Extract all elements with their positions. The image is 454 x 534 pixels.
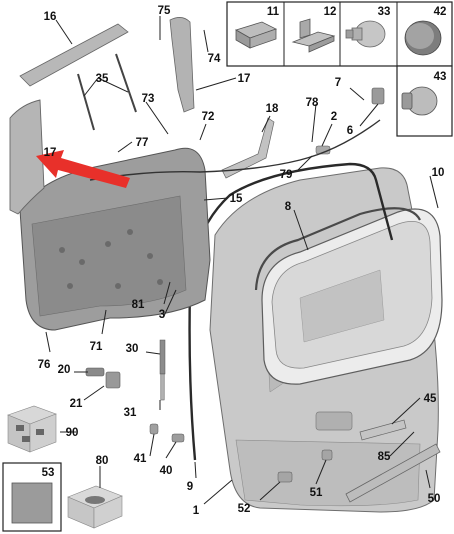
- callout-71: 71: [90, 341, 103, 353]
- direction-arrow: [36, 150, 130, 188]
- callout-73: 73: [142, 93, 155, 105]
- callout-90: 90: [66, 427, 79, 439]
- callout-15: 15: [230, 193, 243, 205]
- callout-51: 51: [310, 487, 323, 499]
- callout-79: 79: [280, 169, 293, 181]
- spoiler-strip: [345, 443, 441, 503]
- pad-11-icon: [234, 21, 278, 49]
- callout-80: 80: [96, 455, 109, 467]
- callout-21: 21: [70, 398, 83, 410]
- callout-43: 43: [434, 71, 447, 83]
- wiring-harness: [89, 119, 381, 181]
- callout-12: 12: [324, 6, 337, 18]
- callout-labels: 1 2 3 6 7 8 9 10 11 12 15 16 17 17 18 20…: [38, 5, 447, 517]
- callout-9: 9: [187, 481, 193, 493]
- callout-35: 35: [96, 73, 109, 85]
- callout-45: 45: [424, 393, 437, 405]
- callout-30: 30: [126, 343, 139, 355]
- callout-72: 72: [202, 111, 215, 123]
- callout-50: 50: [428, 493, 441, 505]
- latch-motor-icon: [105, 371, 121, 389]
- callout-8: 8: [285, 201, 292, 213]
- rear-window-glass: [261, 208, 443, 385]
- callout-40: 40: [160, 465, 173, 477]
- callout-6: 6: [347, 125, 353, 137]
- callout-77: 77: [136, 137, 149, 149]
- handle-bracket: [221, 117, 275, 179]
- upper-trim-strip: [19, 23, 129, 87]
- bump-stop-42-icon: [404, 20, 442, 56]
- callout-10: 10: [432, 167, 445, 179]
- callout-17-left: 17: [44, 147, 57, 159]
- wire-strap-left: [77, 73, 95, 131]
- callout-20: 20: [58, 364, 71, 376]
- callout-52: 52: [238, 503, 251, 515]
- lamp-52-icon: [277, 471, 293, 483]
- seal-bag-80-icon: [67, 485, 123, 529]
- callout-41: 41: [134, 453, 147, 465]
- callout-31: 31: [124, 407, 137, 419]
- callout-11: 11: [267, 6, 280, 18]
- clip-12-icon: [291, 18, 336, 53]
- pillar-trim-right: [169, 17, 195, 113]
- leader-lines: [45, 16, 439, 505]
- bump-stop-40-icon: [171, 433, 185, 443]
- callout-7: 7: [335, 77, 341, 89]
- callout-78: 78: [306, 97, 319, 109]
- callout-76: 76: [38, 359, 51, 371]
- clip-bag-90-icon: [7, 405, 57, 453]
- tailgate-weatherstrip: [188, 162, 394, 461]
- callout-1: 1: [193, 505, 200, 517]
- callout-33: 33: [378, 6, 391, 18]
- bump-stop-43-icon: [401, 86, 438, 116]
- callout-16: 16: [44, 11, 57, 23]
- callout-2: 2: [331, 111, 337, 123]
- callout-75: 75: [158, 5, 171, 17]
- pillar-trim-left: [9, 99, 45, 215]
- callout-81: 81: [132, 299, 145, 311]
- switch-20-icon: [85, 367, 105, 377]
- hinge-6-icon: [371, 87, 385, 105]
- callout-85: 85: [378, 451, 391, 463]
- bump-stop-41-icon: [149, 423, 159, 435]
- callout-18: 18: [266, 103, 279, 115]
- callout-42: 42: [434, 6, 447, 18]
- wire-strap-right: [115, 53, 137, 113]
- glass-seal: [254, 207, 421, 291]
- callout-53: 53: [42, 467, 55, 479]
- plate-moulding: [359, 419, 407, 441]
- tailgate-inner-trim: [19, 147, 211, 331]
- parts-box-bottom: [2, 462, 62, 532]
- callout-3: 3: [159, 309, 165, 321]
- callout-17-right: 17: [238, 73, 251, 85]
- ball-stud-33-icon: [345, 20, 386, 48]
- gas-strut: [159, 339, 166, 401]
- callout-74: 74: [208, 53, 221, 65]
- switch-51-icon: [321, 449, 333, 461]
